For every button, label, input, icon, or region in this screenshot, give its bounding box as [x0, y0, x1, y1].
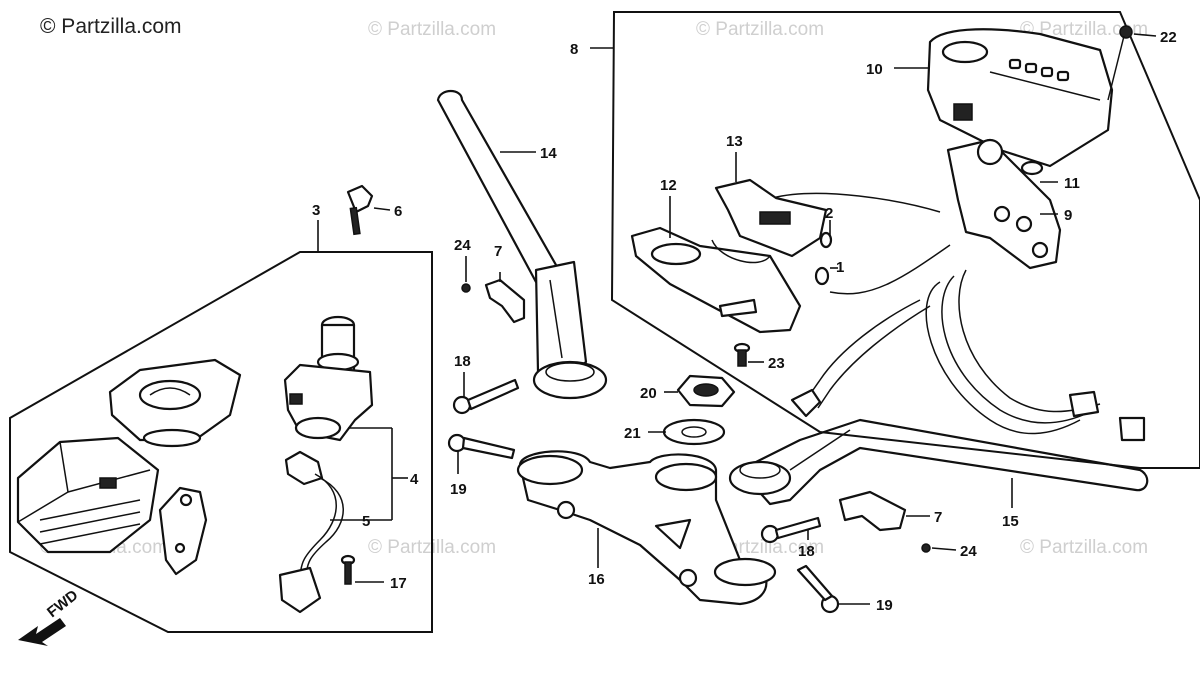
watermark-faint: © Partzilla.com — [1020, 19, 1148, 40]
bulb-2 — [819, 231, 833, 249]
watermark-faint: © Partzilla.com — [696, 19, 824, 40]
callout-24-left: 24 — [454, 237, 471, 254]
callout-5: 5 — [362, 513, 370, 530]
callout-8: 8 — [570, 41, 578, 58]
callout-14: 14 — [540, 145, 557, 162]
screw-22 — [1107, 25, 1133, 101]
callout-9: 9 — [1064, 207, 1072, 224]
ignition-switch — [283, 315, 374, 442]
callout-3: 3 — [312, 202, 320, 219]
top-bridge-16 — [516, 450, 777, 606]
socket-assembly-9 — [946, 138, 1062, 270]
callout-10: 10 — [866, 61, 883, 78]
bulb-1 — [814, 266, 830, 286]
callout-4: 4 — [410, 471, 419, 488]
watermark-main: © Partzilla.com — [40, 15, 182, 38]
screw-17 — [340, 554, 356, 585]
nut-20 — [676, 374, 736, 408]
callout-19-left: 19 — [450, 481, 467, 498]
washer-21 — [662, 418, 726, 446]
fwd-arrow: FWD — [18, 587, 82, 646]
callout-23: 23 — [768, 355, 785, 372]
callout-21: 21 — [624, 425, 641, 442]
leader-lines — [457, 33, 1157, 605]
callout-18-left: 18 — [454, 353, 471, 370]
callout-16: 16 — [588, 571, 605, 588]
handlebar-right-15 — [728, 418, 1149, 506]
bracket-7-left — [461, 278, 526, 324]
callout-13: 13 — [726, 133, 743, 150]
callout-20: 20 — [640, 385, 657, 402]
screw-23 — [733, 342, 751, 367]
fwd-label: FWD — [44, 587, 82, 622]
callout-1: 1 — [836, 259, 844, 276]
bolt-19-right — [796, 564, 840, 614]
callout-7-right: 7 — [934, 509, 942, 526]
callout-6: 6 — [394, 203, 402, 220]
meter-group-frame — [590, 11, 1200, 469]
ignition-group-leaders — [330, 207, 408, 583]
indicator-panel-10 — [926, 28, 1114, 168]
watermark-faint: © Partzilla.com — [1020, 537, 1148, 558]
bolt-18-left — [452, 378, 520, 415]
watermark-faint: © Partzilla.com — [368, 19, 496, 40]
callout-17: 17 — [390, 575, 407, 592]
bulb-socket-13 — [714, 178, 828, 258]
switch-wire-harness — [278, 450, 344, 614]
ignition-group-frame — [9, 220, 433, 633]
switch-clamp — [158, 486, 208, 576]
handlebar-left-14 — [436, 89, 608, 400]
bracket-7-right — [838, 490, 931, 553]
callout-22: 22 — [1160, 29, 1177, 46]
callout-12: 12 — [660, 177, 677, 194]
callout-11: 11 — [1064, 175, 1080, 192]
grommet-11 — [1020, 160, 1044, 176]
bolt-18-right — [760, 516, 822, 544]
bolt-19-left — [447, 433, 516, 460]
callout-7-left: 7 — [494, 243, 502, 260]
meter-wiring — [771, 192, 1146, 442]
callout-2: 2 — [825, 205, 833, 222]
ignition-switch-cover — [108, 358, 242, 448]
callout-19-right: 19 — [876, 597, 893, 614]
meter-case-12 — [630, 226, 802, 334]
callout-24-right: 24 — [960, 543, 977, 560]
switch-box-bracket — [16, 436, 160, 554]
callout-15: 15 — [1002, 513, 1019, 530]
callout-18-right: 18 — [798, 543, 815, 560]
ignition-key — [346, 184, 374, 236]
